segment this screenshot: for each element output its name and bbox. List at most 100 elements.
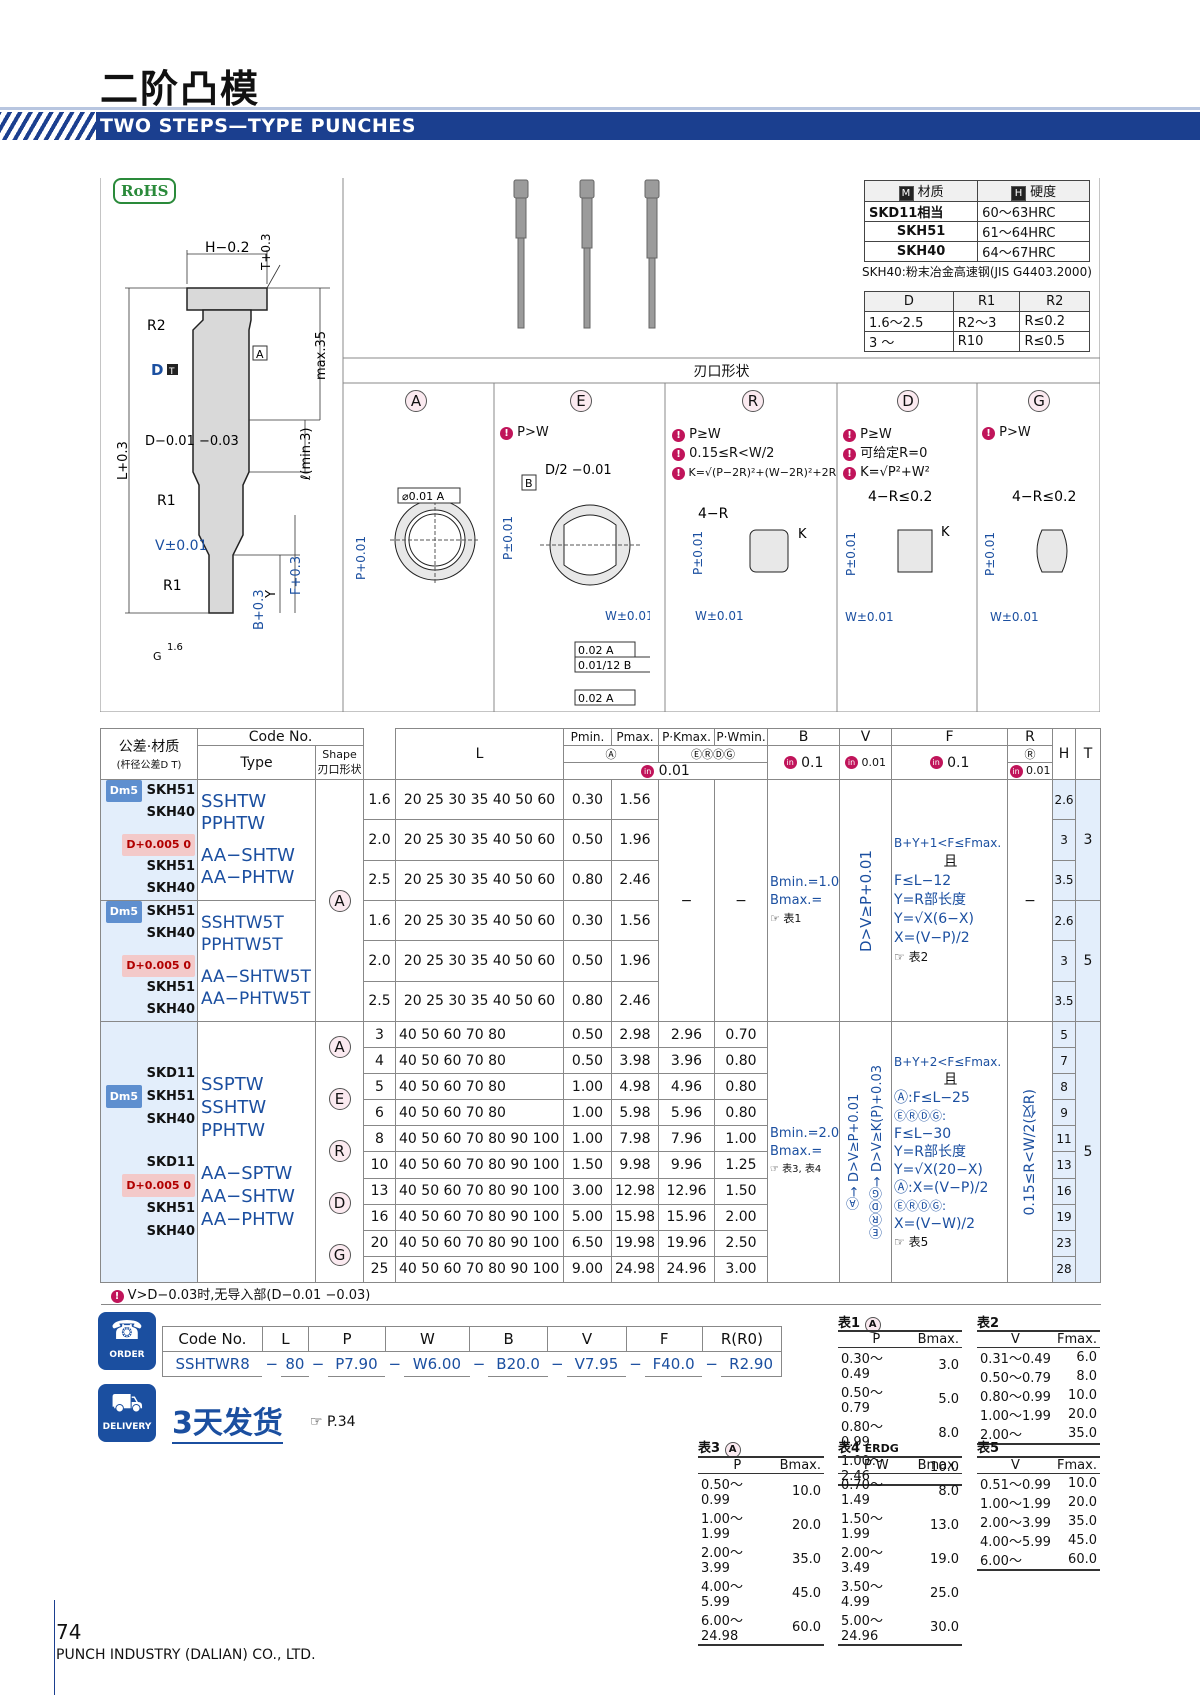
g2-pw: 1.25 xyxy=(714,1151,769,1179)
g2-pk: 4.96 xyxy=(658,1073,716,1101)
g2-D: 20 xyxy=(363,1229,397,1257)
footer-rule xyxy=(54,1600,55,1695)
g2-pw: 1.00 xyxy=(714,1125,769,1153)
order-sep: − xyxy=(265,1355,279,1374)
g2-D: 5 xyxy=(363,1073,397,1101)
g1-mat-block-1: Dm5 SKH51 SKH40 D+0.005 0 SKH51 SKH40 xyxy=(100,779,198,901)
order-value: W6.00 xyxy=(404,1351,470,1377)
g2-pk: 7.96 xyxy=(658,1125,716,1153)
g2-L: 40 50 60 70 80 xyxy=(395,1047,565,1075)
g1-D: 2.0 xyxy=(363,940,397,982)
g1-pmin: 0.80 xyxy=(563,980,613,1023)
shape-R-notes: ! P≥W ! 0.15≤R<W/2 ! K=√(P−2R)²+(W−2R)²+… xyxy=(672,425,836,482)
drawing-label-D2: D−0.01 −0.03 xyxy=(145,434,239,449)
drawing-label-Y: Y xyxy=(264,590,279,599)
shape-R-drawing: 4−R P±0.01 W±0.01 K xyxy=(691,506,807,623)
order-header: P xyxy=(308,1326,386,1352)
g1-R: − xyxy=(1007,779,1054,1022)
drawing-label-R1b: R1 xyxy=(163,578,182,594)
radius-header: R2 xyxy=(1019,291,1090,312)
shape-G-badge: G xyxy=(1028,390,1050,412)
product-photo xyxy=(513,179,660,329)
drawing-label-A: A xyxy=(256,348,264,361)
header-pkmax: P·Kmax. xyxy=(658,728,716,746)
g1-L: 20 25 30 35 40 50 60 xyxy=(395,940,565,982)
header-code-no: Code No. xyxy=(196,728,365,746)
order-header: W xyxy=(384,1326,471,1352)
shape-D-W: W±0.01 xyxy=(845,610,894,624)
order-value: B20.0 xyxy=(488,1351,548,1377)
delivery-badge: ⛟ DELIVERY xyxy=(98,1384,156,1442)
drawing-label-max35: max.35 xyxy=(314,331,329,380)
g2-pmax: 12.98 xyxy=(611,1177,660,1205)
g2-shapes: A E R D G xyxy=(314,1021,365,1283)
shape-D-P: P±0.01 xyxy=(844,532,858,576)
g2-L: 40 50 60 70 80 90 100 xyxy=(395,1151,565,1179)
g2-pmax: 2.98 xyxy=(611,1020,660,1049)
g1-L: 20 25 30 35 40 50 60 xyxy=(395,980,565,1023)
g2-pw: 0.80 xyxy=(714,1047,769,1075)
g2-pmin: 1.00 xyxy=(563,1125,613,1153)
g2-H: 13 xyxy=(1052,1151,1077,1179)
header-H: H xyxy=(1052,728,1077,780)
g2-mat-block: SKD11 Dm5 SKH51 SKH40 SKD11 D+0.005 0 SK… xyxy=(100,1021,198,1283)
drawing-label-T: T+0.3 xyxy=(259,234,273,271)
g2-L: 40 50 60 70 80 90 100 xyxy=(395,1125,565,1153)
g2-pmax: 5.98 xyxy=(611,1099,660,1127)
table5-title: 表5 xyxy=(977,1441,1000,1456)
g2-L: 40 50 60 70 80 90 100 xyxy=(395,1177,565,1205)
hardness-cell: 64～67HRC xyxy=(977,241,1090,262)
shape-E-drawing: B D/2 −0.01 P±0.01 W±0.01 0.02 A 0.01/12… xyxy=(501,463,650,706)
order-header: V xyxy=(547,1326,627,1352)
g1-pmin: 0.80 xyxy=(563,859,613,902)
g2-D: 16 xyxy=(363,1203,397,1231)
hardness-header: H 硬度 xyxy=(977,180,1090,202)
order-badge: ☎ ORDER xyxy=(98,1312,156,1370)
g2-H: 8 xyxy=(1052,1073,1077,1101)
header-type: Type xyxy=(197,745,316,780)
material-cell: SKD11相当 xyxy=(863,201,979,222)
radius-cell: R≤0.2 xyxy=(1019,311,1090,332)
header-B: B xyxy=(767,728,841,746)
header-tol-mat: 公差·材质(杆径公差D T) xyxy=(100,728,198,780)
g2-H: 11 xyxy=(1052,1125,1077,1153)
shape-G-P: P±0.01 xyxy=(983,532,997,576)
radius-header: D xyxy=(864,291,954,312)
g2-L: 40 50 60 70 80 xyxy=(395,1073,565,1101)
g1-H: 3.5 xyxy=(1052,859,1077,902)
order-value: SSHTWR8 xyxy=(162,1351,263,1377)
g2-pmin: 0.50 xyxy=(563,1020,613,1049)
material-cell: SKH51 xyxy=(863,221,979,242)
g1-type-block-1: SSHTW PPHTW AA−SHTW AA−PHTW xyxy=(197,779,316,901)
shape-D-4R: 4−R≤0.2 xyxy=(868,489,932,505)
title-bar-rule xyxy=(0,107,1200,110)
g2-pmin: 1.00 xyxy=(563,1073,613,1101)
g2-pk: 12.96 xyxy=(658,1177,716,1205)
drawing-label-g16: 1.6 xyxy=(167,642,183,653)
g1-D: 1.6 xyxy=(363,899,397,942)
g2-pmax: 4.98 xyxy=(611,1073,660,1101)
g1-H: 3 xyxy=(1052,819,1077,861)
g1-D: 1.6 xyxy=(363,778,397,821)
g2-pmax: 24.98 xyxy=(611,1255,660,1284)
shape-E-note: ! P>W xyxy=(500,425,549,440)
g2-L: 40 50 60 70 80 xyxy=(395,1099,565,1127)
shape-G-note: ! P>W xyxy=(982,425,1031,440)
drawing-label-D: D xyxy=(151,361,163,379)
drawing-label-B: B+0.3 xyxy=(252,590,267,631)
shape-A-drawing: ⌀0.01 A P+0.01 xyxy=(354,487,480,585)
g1-L: 20 25 30 35 40 50 60 xyxy=(395,778,565,821)
g1-H: 2.6 xyxy=(1052,899,1077,942)
g1-pmax: 1.56 xyxy=(611,899,660,942)
g2-D: 10 xyxy=(363,1151,397,1179)
tolerance-3: 0.02 A xyxy=(578,692,614,705)
g2-pk: 5.96 xyxy=(658,1099,716,1127)
g2-H: 7 xyxy=(1052,1047,1077,1075)
g1-pk: − xyxy=(658,779,716,1022)
